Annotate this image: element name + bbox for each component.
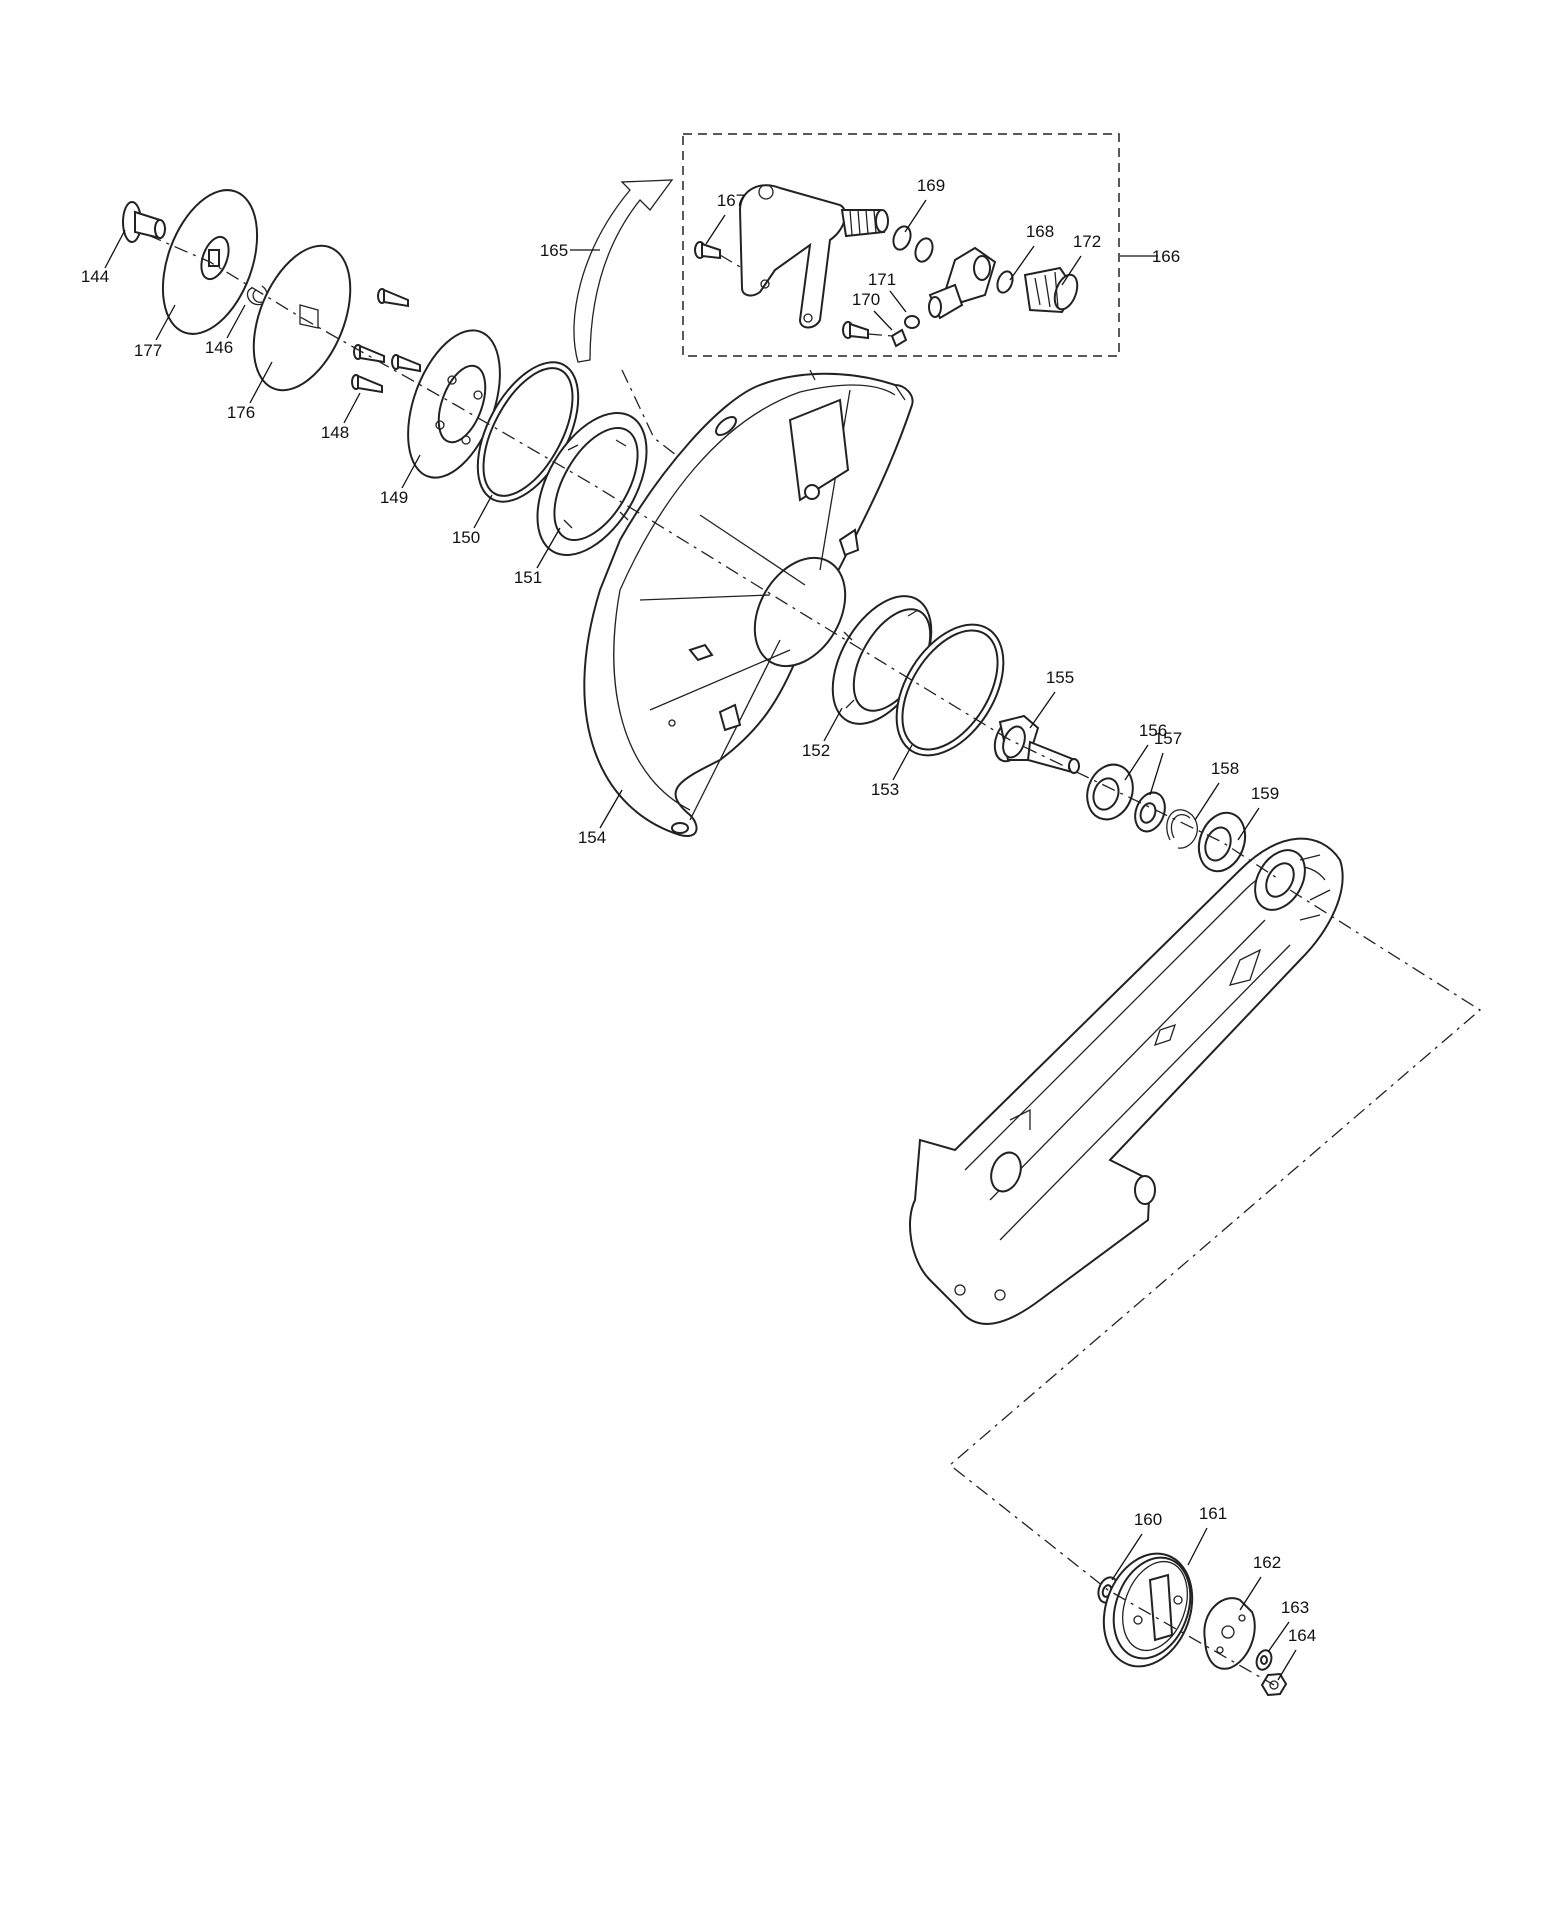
part-label-166: 166: [1152, 247, 1180, 266]
part-label-162: 162: [1253, 1553, 1281, 1572]
leader-line-144: [104, 229, 126, 269]
assembly-166-parts: [694, 184, 1079, 348]
part-label-165: 165: [540, 241, 568, 260]
leader-line-146: [226, 304, 246, 339]
leader-line-157: [1149, 752, 1164, 796]
assembly-centerlines: [147, 234, 1482, 1686]
part-label-169: 169: [917, 176, 945, 195]
blade-guard-154: [583, 369, 914, 837]
part-label-151: 151: [514, 568, 542, 587]
part-label-164: 164: [1288, 1626, 1316, 1645]
leader-line-159: [1237, 807, 1260, 841]
bearing-159: [1197, 811, 1247, 873]
part-label-154: 154: [578, 828, 606, 847]
plate-162: [1203, 1597, 1256, 1670]
leader-line-161: [1187, 1527, 1208, 1566]
part-label-159: 159: [1251, 784, 1279, 803]
leader-line-170: [873, 310, 893, 331]
leader-line-152: [823, 707, 843, 742]
leader-line-156: [1124, 744, 1149, 781]
rotation-arrow-165: [573, 179, 674, 363]
leader-line-160: [1111, 1533, 1143, 1581]
lockring-151: [536, 411, 648, 557]
washer-163: [1255, 1649, 1273, 1671]
cutting-arm: [909, 837, 1344, 1325]
leader-line-172: [1061, 255, 1082, 286]
part-label-155: 155: [1046, 668, 1074, 687]
part-label-170: 170: [852, 290, 880, 309]
bolt-144: [122, 201, 166, 243]
part-label-150: 150: [452, 528, 480, 547]
leader-line-167: [705, 214, 726, 245]
leader-line-153: [892, 744, 913, 781]
part-label-160: 160: [1134, 1510, 1162, 1529]
leader-line-150: [473, 494, 493, 529]
leader-line-171: [889, 290, 907, 313]
leader-line-176: [249, 361, 273, 404]
part-label-157: 157: [1154, 729, 1182, 748]
leader-line-163: [1267, 1621, 1290, 1653]
leader-line-177: [155, 304, 176, 341]
leader-lines: [104, 199, 1297, 1681]
leader-line-154: [599, 789, 623, 829]
part-label-163: 163: [1281, 1598, 1309, 1617]
part-label-148: 148: [321, 423, 349, 442]
leader-line-164: [1277, 1649, 1297, 1681]
part-label-146: 146: [205, 338, 233, 357]
leader-line-168: [1009, 245, 1035, 281]
bearing-156: [1086, 763, 1134, 821]
part-label-171: 171: [868, 270, 896, 289]
leader-line-162: [1239, 1576, 1262, 1611]
part-label-156: 156: [1139, 721, 1167, 740]
leader-line-155: [1029, 691, 1056, 729]
part-label-168: 168: [1026, 222, 1054, 241]
spindle-155: [993, 714, 1080, 774]
leader-line-169: [904, 199, 927, 233]
washer-157: [1134, 791, 1166, 833]
part-label-149: 149: [380, 488, 408, 507]
part-label-176: 176: [227, 403, 255, 422]
screws-148: [351, 288, 421, 394]
part-label-167: 167: [717, 191, 745, 210]
leader-line-149: [401, 454, 421, 489]
part-label-172: 172: [1073, 232, 1101, 251]
assembly-166-box: [682, 133, 1120, 357]
leader-line-148: [343, 392, 361, 424]
part-label-177: 177: [134, 341, 162, 360]
ring-153: [895, 623, 1005, 757]
part-label-158: 158: [1211, 759, 1239, 778]
part-label-153: 153: [871, 780, 899, 799]
leader-line-158: [1194, 782, 1220, 821]
part-label-144: 144: [81, 267, 109, 286]
leader-line-151: [536, 527, 561, 569]
part-label-152: 152: [802, 741, 830, 760]
part-label-161: 161: [1199, 1504, 1227, 1523]
circlip-158: [1166, 809, 1198, 849]
